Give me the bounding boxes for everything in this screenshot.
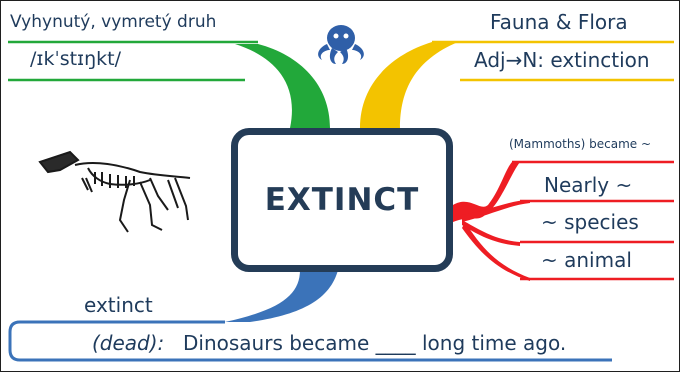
red-branch-bottom (462, 222, 530, 281)
example-sentence: Dinosaurs became ____ long time ago. (183, 331, 567, 355)
phonetic-label: /ɪkˈstɪŋkt/ (30, 48, 121, 70)
collocation-item: Nearly ~ (544, 173, 633, 197)
yellow-branch (360, 42, 458, 128)
t-rex-skeleton-icon (38, 150, 191, 233)
collocation-prompt: (Mammoths) became ~ (509, 137, 652, 151)
red-branch-main (453, 162, 520, 222)
collocation-item: ~ animal (541, 248, 632, 272)
octopus-icon (318, 25, 364, 64)
blue-branch (225, 270, 338, 322)
red-branch-mid (462, 200, 530, 222)
collocation-item: ~ species (541, 210, 639, 234)
translation-label: Vyhynutý, vymretý druh (10, 12, 217, 32)
topic-label: Fauna & Flora (490, 10, 628, 34)
word-formation-label: Adj→N: extinction (474, 48, 650, 72)
center-node: EXTINCT (231, 128, 453, 272)
blue-bracket (8, 320, 612, 362)
green-branch (235, 44, 330, 128)
center-word: EXTINCT (264, 182, 420, 218)
sentence-hint: (dead): (92, 331, 165, 355)
answer-word: extinct (84, 293, 153, 317)
red-branch-low (462, 220, 520, 246)
